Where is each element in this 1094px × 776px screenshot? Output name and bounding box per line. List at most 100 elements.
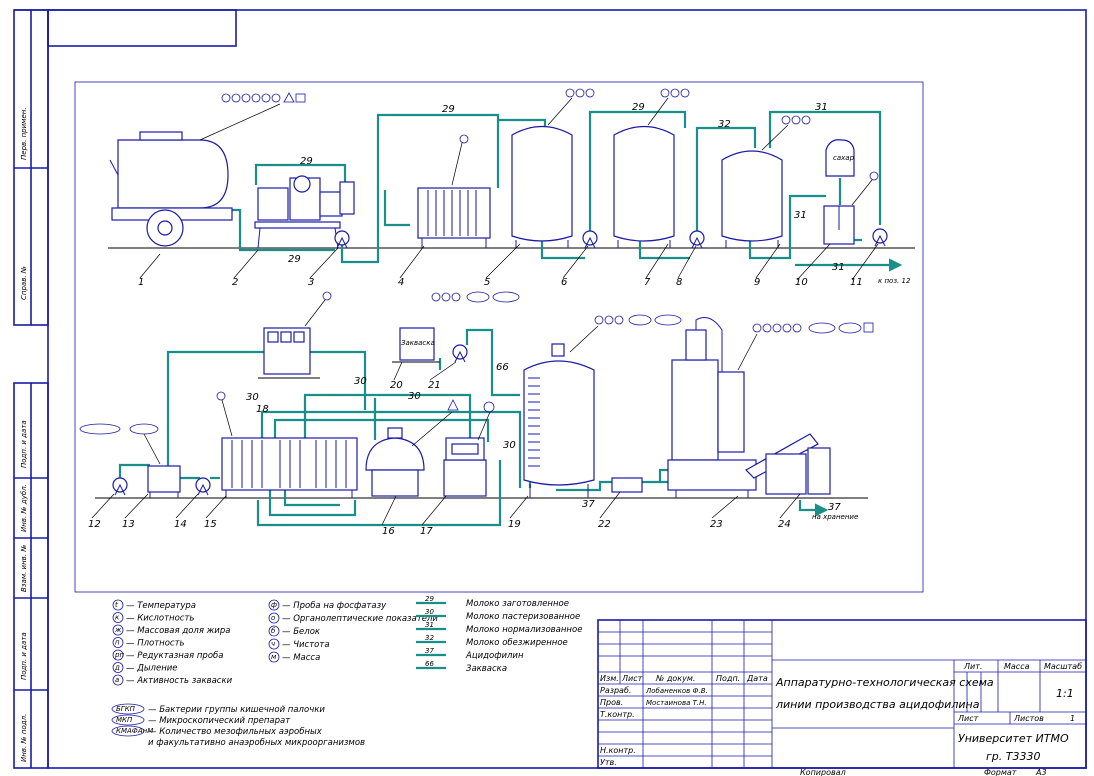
stamp-listov-val: 1 [1070, 714, 1075, 723]
to-position-12: к поз. 12 [878, 277, 911, 285]
legend-oval-text: — Количество мезофильных аэробных [148, 727, 323, 737]
control-markers-top [199, 88, 879, 206]
milk-tanker [109, 131, 233, 247]
pipe-label: 29 [288, 254, 301, 265]
legend-symbol-text: — Чистота [282, 640, 330, 650]
to-storage: на хранение [812, 513, 858, 521]
legend-symbol-icon [268, 638, 280, 650]
legend-symbol-text: — Активность закваски [126, 676, 233, 686]
legend-oval-code: МКП [116, 716, 133, 724]
legend-symbol-icon [112, 624, 124, 636]
pipe-label: 29 [442, 104, 455, 115]
stamp-prov-name: Мостаинова Т.Н. [646, 699, 707, 707]
starter-label: Закваска [401, 339, 435, 347]
legend-symbol-text: — Белок [282, 627, 321, 637]
pump-8 [689, 230, 705, 249]
stamp-izm: Изм. [600, 674, 619, 683]
legend-line-text: Молоко обезжиренное [466, 638, 568, 648]
homogenizer-17 [443, 437, 487, 497]
side-label: Справ. № [20, 266, 28, 300]
buffer-22 [611, 477, 643, 493]
legend-symbol-icon [112, 637, 124, 648]
position-number: 12 [88, 519, 101, 530]
pump-3 [334, 230, 350, 249]
stamp-prov: Пров. [600, 698, 623, 707]
position-number: 1 [138, 277, 144, 288]
stamp-scale: 1:1 [1056, 687, 1074, 700]
conveyor-24 [745, 433, 831, 495]
legend-symbol-code: п [115, 639, 120, 647]
stamp-nkontr: Н.контр. [600, 746, 636, 755]
storage-tank-7 [613, 126, 675, 248]
stamp-listov: Листов [1013, 714, 1044, 723]
pipe-label: 66 [496, 362, 509, 373]
stamp-massa: Масса [1004, 662, 1030, 671]
stamp-tkontr: Т.контр. [600, 710, 635, 719]
legend-symbol-text: — Плотность [126, 639, 185, 649]
legend-oval-text: — Микроскопический препарат [148, 716, 291, 726]
pump-6 [582, 230, 598, 249]
legend-symbol-text: — Проба на фосфатазу [282, 601, 387, 611]
position-numbers-bottom: 12 13 14 15 16 17 18 19 20 21 22 23 24 [88, 361, 801, 537]
position-number: 24 [778, 519, 791, 530]
side-label: Взам. инв. № [20, 544, 28, 592]
legend-line-code: 37 [425, 647, 434, 655]
legend-symbol-icon [268, 625, 280, 637]
side-label: Подп. и дата [20, 632, 28, 680]
pipe-label: 31 [832, 262, 845, 273]
pipe-label: 31 [794, 210, 807, 221]
legend-line-code: 31 [425, 621, 434, 629]
drawing-title-line1: Аппаратурно-технологическая схема [775, 676, 994, 689]
legend-line-text: Ацидофилин [465, 651, 524, 661]
stamp-lit: Лит. [963, 662, 982, 671]
drawing-frame [13, 9, 1087, 769]
stamp-group: гр. Т3330 [986, 750, 1040, 763]
position-number: 20 [390, 380, 403, 391]
position-number: 16 [382, 526, 395, 537]
mixing-tank-10 [823, 205, 855, 245]
legend-symbol-code: м [271, 653, 277, 661]
storage-tank-5 [511, 126, 573, 248]
legend-symbol-icon [112, 662, 124, 673]
position-number: 7 [644, 277, 651, 288]
legend-line-text: Молоко пастеризованное [466, 612, 580, 622]
legend-line-text: Молоко заготовленное [466, 599, 569, 609]
holding-unit-18 [258, 327, 320, 379]
stamp-utv: Утв. [600, 758, 617, 767]
position-number: 10 [795, 277, 808, 288]
position-number: 22 [598, 519, 611, 530]
normalization-tank-9 [721, 150, 783, 248]
legend-oval-icon [111, 714, 145, 726]
sugar-hopper: сахар [825, 139, 855, 177]
pipe-label: 30 [246, 392, 259, 403]
fermentation-tank-19 [523, 343, 595, 498]
pipe-label: 32 [718, 119, 731, 130]
title-block: Изм. Лист № докум. Подп. Дата Разраб. Ло… [597, 619, 1087, 776]
legend-symbol-code: ж [114, 626, 122, 634]
stamp-format-val: А3 [1035, 768, 1047, 776]
legend-symbol-code: ч [271, 640, 275, 648]
legend-symbol-icon [112, 674, 124, 686]
side-label: Подп. и дата [20, 420, 28, 468]
pasteurizer-15 [221, 437, 358, 498]
legend-symbol-icon [112, 649, 124, 661]
side-label: Перв. примен. [20, 107, 28, 160]
legend-ovals: БГКП— Бактерии группы кишечной палочкиМК… [111, 703, 365, 748]
pipe-label: 30 [408, 391, 421, 402]
stamp-org: Университет ИТМО [958, 732, 1069, 745]
legend-symbol-text: — Кислотность [126, 614, 194, 624]
pipe-label: 30 [354, 376, 367, 387]
stamp-copied: Копировал [800, 768, 846, 776]
pipes-top [228, 110, 903, 272]
legend-symbol-text: — Массовая доля жира [126, 626, 230, 636]
legend-oval-code: БГКП [116, 705, 136, 713]
side-label: Инв. № дубл. [20, 484, 28, 532]
legend-oval-text: и факультативно анаэробных микроорганизм… [148, 738, 365, 748]
legend-symbol-code: t [115, 601, 118, 609]
position-number: 4 [398, 277, 404, 288]
position-number: 11 [850, 277, 863, 288]
position-number: 13 [122, 519, 135, 530]
stamp-date-col: Дата [746, 674, 768, 683]
position-number: 17 [420, 526, 433, 537]
legend-symbol-icon [268, 651, 280, 663]
